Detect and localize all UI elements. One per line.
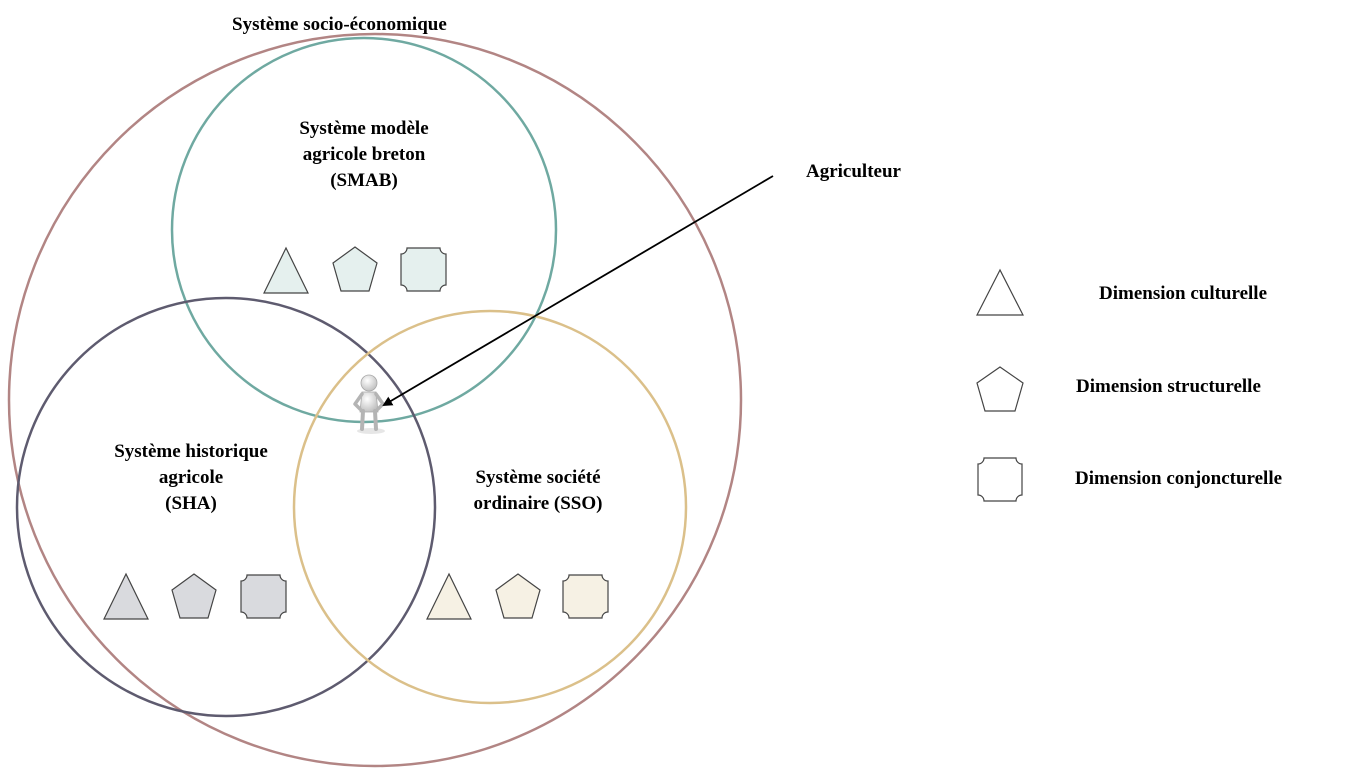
legend-pentagon-icon (976, 366, 1024, 412)
sso-label-line-2: ordinaire (SSO) (473, 493, 603, 514)
outer-system-label: Système socio-économique (232, 14, 447, 35)
legend-notched-square-icon (977, 457, 1023, 502)
sha-pentagon-icon (171, 573, 217, 619)
farmer-label: Agriculteur (806, 161, 901, 182)
smab-circle (170, 36, 558, 424)
smab-label-line-2: agricole breton (302, 144, 426, 165)
legend-label-culturelle: Dimension culturelle (1099, 283, 1268, 304)
sha-label-line-1: Système historique (114, 441, 268, 462)
sha-label-line-2: agricole (158, 467, 224, 488)
legend-label-structurelle: Dimension structurelle (1076, 376, 1261, 397)
sso-circle (292, 309, 688, 705)
legend-label-conjoncturelle: Dimension conjoncturelle (1075, 468, 1283, 489)
smab-label-line-3: (SMAB) (330, 170, 398, 191)
legend-icons (976, 268, 1024, 502)
sso-pentagon-icon (495, 573, 541, 619)
sha-dimension-icons (103, 572, 287, 620)
sso-label: Système société ordinaire (SSO) (438, 465, 638, 517)
sha-label: Système historique agricole (SHA) (81, 439, 301, 517)
farmer-figure-icon (353, 374, 385, 434)
sha-notched-square-icon (240, 574, 287, 619)
outer-system-circle (7, 32, 743, 768)
sso-notched-square-icon (562, 574, 609, 619)
sha-circle (15, 296, 437, 718)
sha-label-line-3: (SHA) (165, 493, 217, 514)
sso-triangle-icon (426, 572, 472, 620)
farmer-arrow (382, 175, 774, 407)
smab-dimension-icons (263, 246, 447, 294)
legend-triangle-icon (976, 268, 1024, 316)
smab-triangle-icon (263, 246, 309, 294)
sha-triangle-icon (103, 572, 149, 620)
smab-label-line-1: Système modèle (299, 118, 429, 139)
sso-label-line-1: Système société (475, 467, 601, 488)
smab-notched-square-icon (400, 247, 447, 292)
sso-dimension-icons (426, 572, 609, 620)
smab-label: Système modèle agricole breton (SMAB) (264, 116, 464, 194)
smab-pentagon-icon (332, 246, 378, 292)
